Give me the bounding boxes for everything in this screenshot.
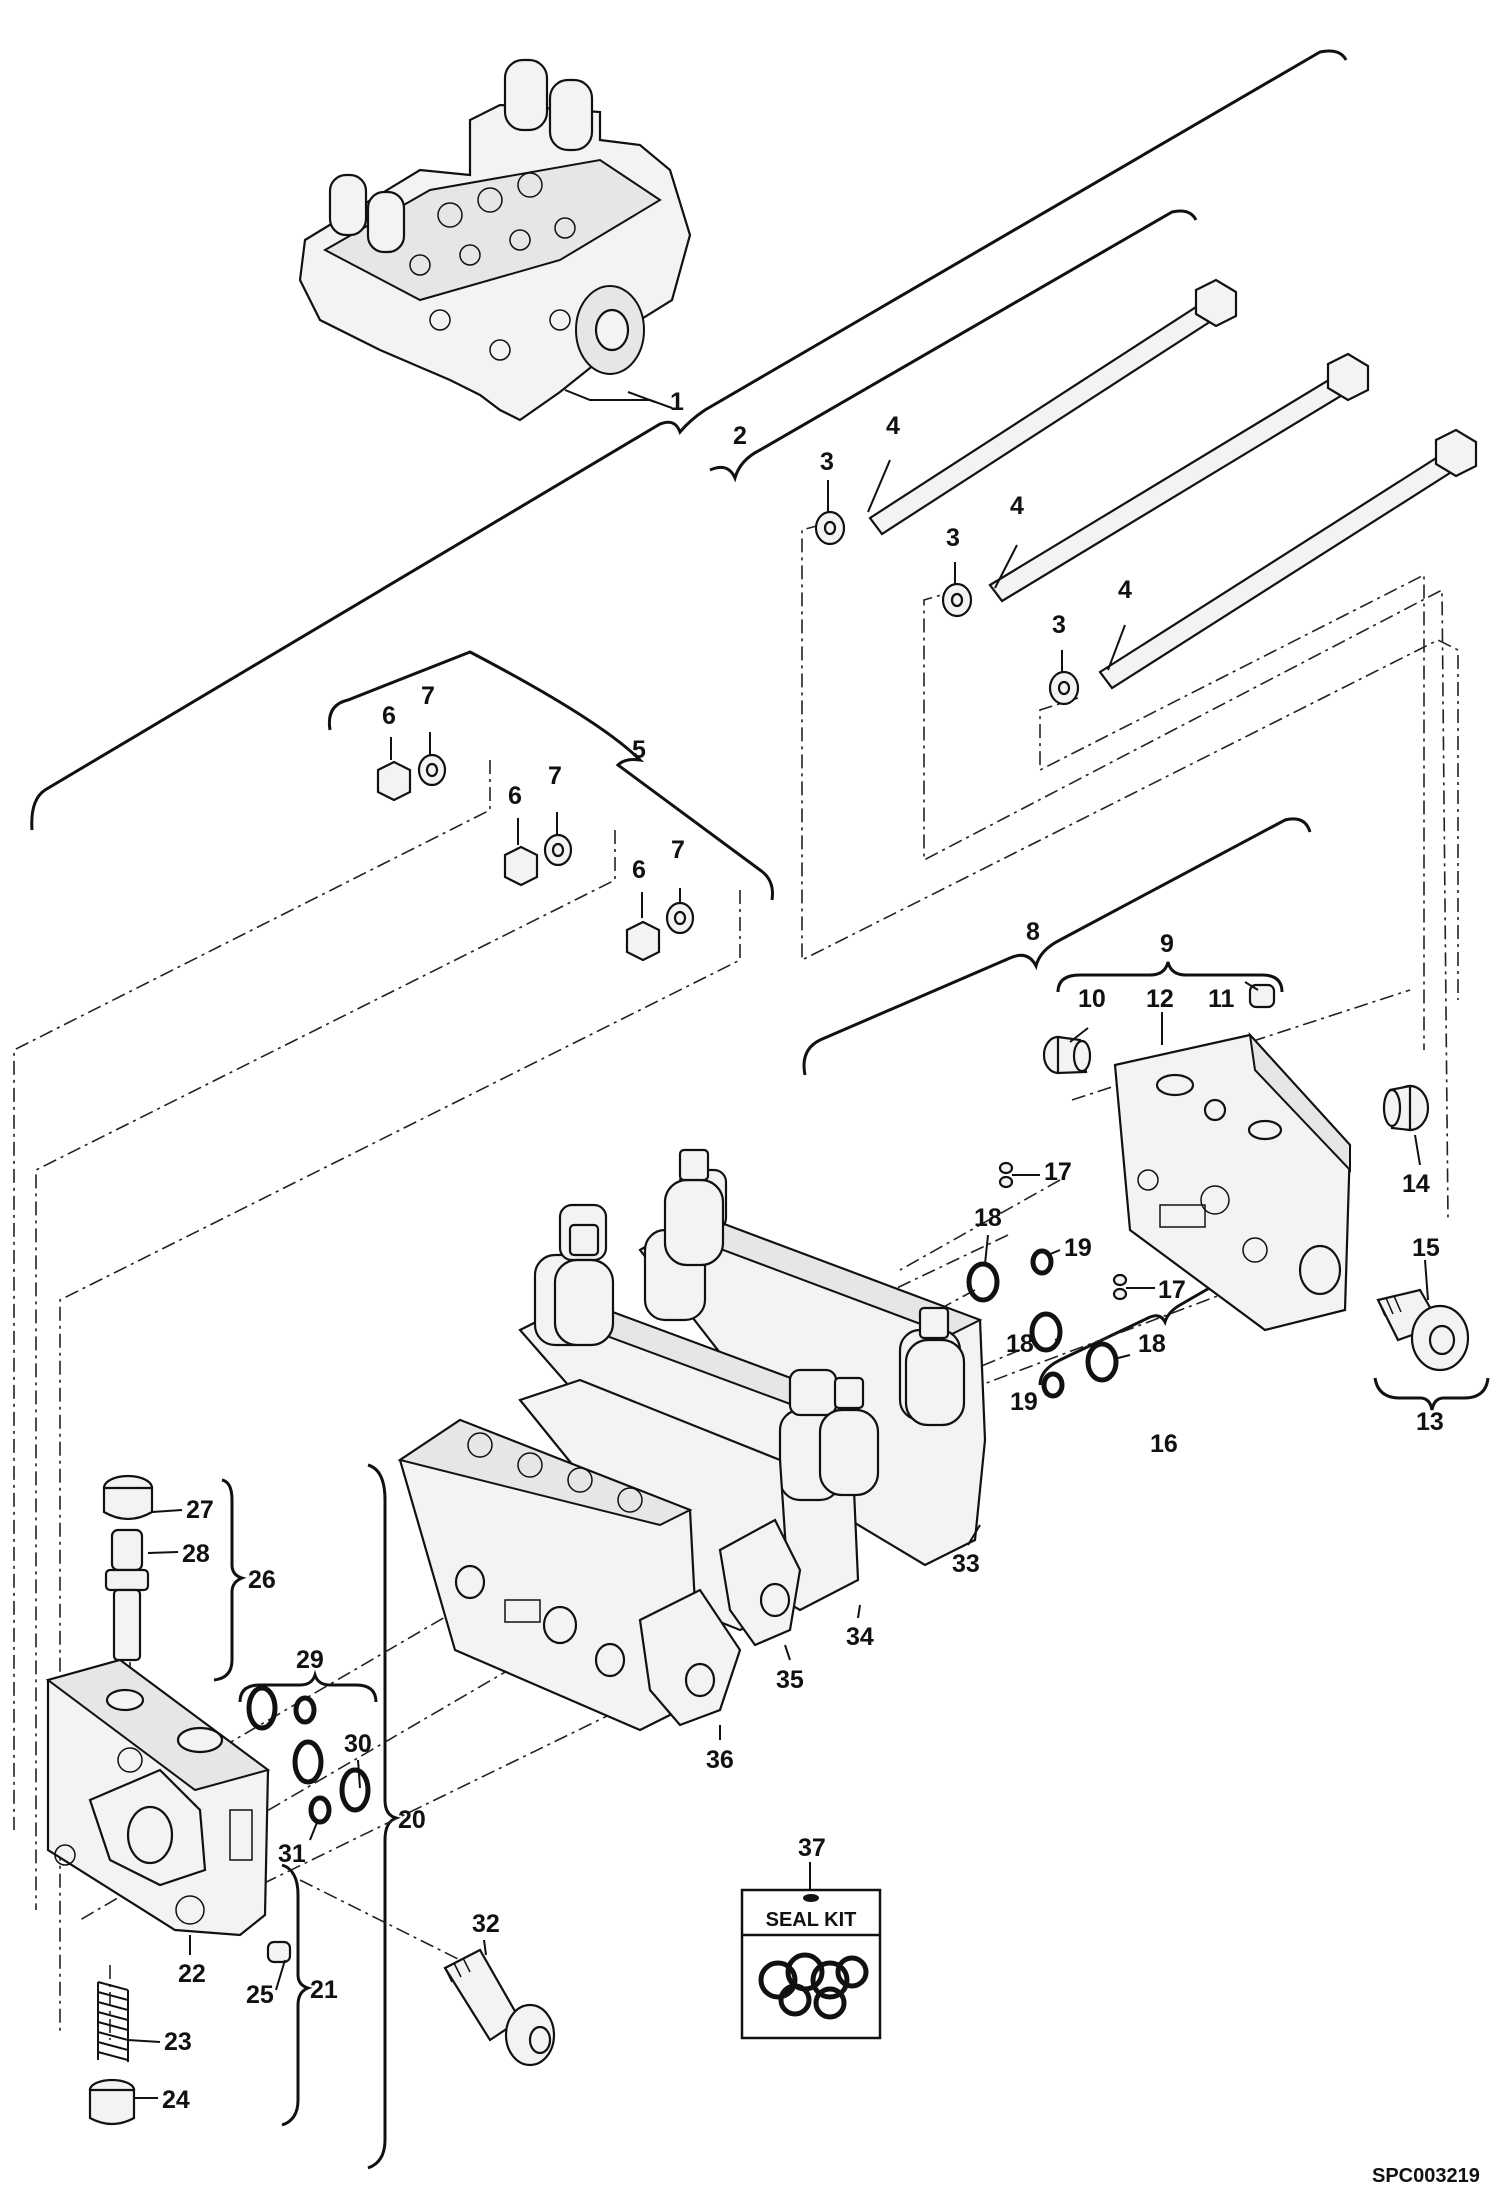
callout-21: 21 [310,1976,338,2004]
valve-assembly-complete [298,58,692,422]
callout-32: 32 [472,1910,500,1938]
spring-23 [97,1981,129,2062]
callout-12: 12 [1146,985,1174,1013]
callout-26: 26 [248,1566,276,1594]
callout-6a: 6 [382,702,396,730]
callout-15: 15 [1412,1234,1440,1262]
callout-4a: 4 [886,412,900,440]
tie-rod-1 [868,278,1238,536]
callout-37: 37 [798,1834,826,1862]
o-rings-inlet [246,1685,371,1825]
bracket-1-sub [709,209,1198,483]
bracket-26 [213,1478,247,1682]
callout-7a: 7 [421,682,435,710]
callout-24: 24 [162,2086,190,2114]
callout-3c: 3 [1052,611,1066,639]
tie-rods [814,278,1478,706]
callout-13: 13 [1416,1408,1444,1436]
callout-20: 20 [398,1806,426,1834]
callout-labels: 1 2 3 4 3 4 3 4 5 6 7 6 7 6 7 8 9 10 12 … [162,388,1444,2114]
plug-10 [1042,1035,1092,1075]
bracket-13 [1373,1377,1490,1411]
callout-36: 36 [706,1746,734,1774]
callout-29: 29 [296,1646,324,1674]
callout-5: 5 [632,736,646,764]
end-section-right [1113,1031,1352,1332]
plug-11 [1248,983,1276,1009]
bracket-21 [281,1863,313,2127]
callout-4c: 4 [1118,576,1132,604]
bracket-9 [1056,961,1284,993]
seal-kit-label: SEAL KIT [766,1909,857,1931]
callout-22: 22 [178,1960,206,1988]
callout-7c: 7 [671,836,685,864]
bracket-2 [30,49,1348,831]
callout-17b: 17 [1158,1276,1186,1304]
callout-6c: 6 [632,856,646,884]
seal-kit: SEAL KIT [740,1888,882,2040]
callout-7b: 7 [548,762,562,790]
tie-rod-2 [988,352,1370,603]
nuts-and-washers [376,753,695,962]
callout-10: 10 [1078,985,1106,1013]
plug-25 [266,1940,292,1964]
callout-6b: 6 [508,782,522,810]
inlet-section-left [45,1658,271,1937]
bracket-29 [238,1669,378,1703]
callout-4b: 4 [1010,492,1024,520]
check-valve-28 [104,1528,150,1662]
callout-23: 23 [164,2028,192,2056]
callout-14: 14 [1402,1170,1430,1198]
callout-2: 2 [733,422,747,450]
relief-valve-32 [443,1948,556,2067]
bracket-5 [327,650,774,901]
callout-8: 8 [1026,918,1040,946]
callout-18a: 18 [974,1204,1002,1232]
relief-valve-15 [1376,1288,1470,1372]
callout-25: 25 [246,1981,274,2009]
plug-27 [102,1474,154,1521]
callout-18b: 18 [1006,1330,1034,1358]
callout-31: 31 [278,1840,306,1868]
callout-27: 27 [186,1496,214,1524]
callout-1: 1 [670,388,684,416]
callout-33: 33 [952,1550,980,1578]
o-rings-section [966,1161,1128,1399]
bracket-8 [802,817,1312,1076]
main-valve-sections [397,1148,987,1732]
callout-35: 35 [776,1666,804,1694]
callout-17a: 17 [1044,1158,1072,1186]
callout-11: 11 [1208,985,1235,1013]
callout-19a: 19 [1064,1234,1092,1262]
leader-lines [127,391,1429,2099]
callout-34: 34 [846,1623,874,1651]
callout-19b: 19 [1010,1388,1038,1416]
callout-16: 16 [1150,1430,1178,1458]
plug-14 [1382,1084,1430,1132]
bracket-20 [367,1463,401,2170]
plug-24 [88,2078,136,2126]
drawing-code: SPC003219 [1372,2165,1480,2187]
callout-3b: 3 [946,524,960,552]
callout-9: 9 [1160,930,1174,958]
callout-28: 28 [182,1540,210,1568]
callout-18c: 18 [1138,1330,1166,1358]
callout-30: 30 [344,1730,372,1758]
tie-rod-3 [1098,428,1478,690]
callout-3a: 3 [820,448,834,476]
